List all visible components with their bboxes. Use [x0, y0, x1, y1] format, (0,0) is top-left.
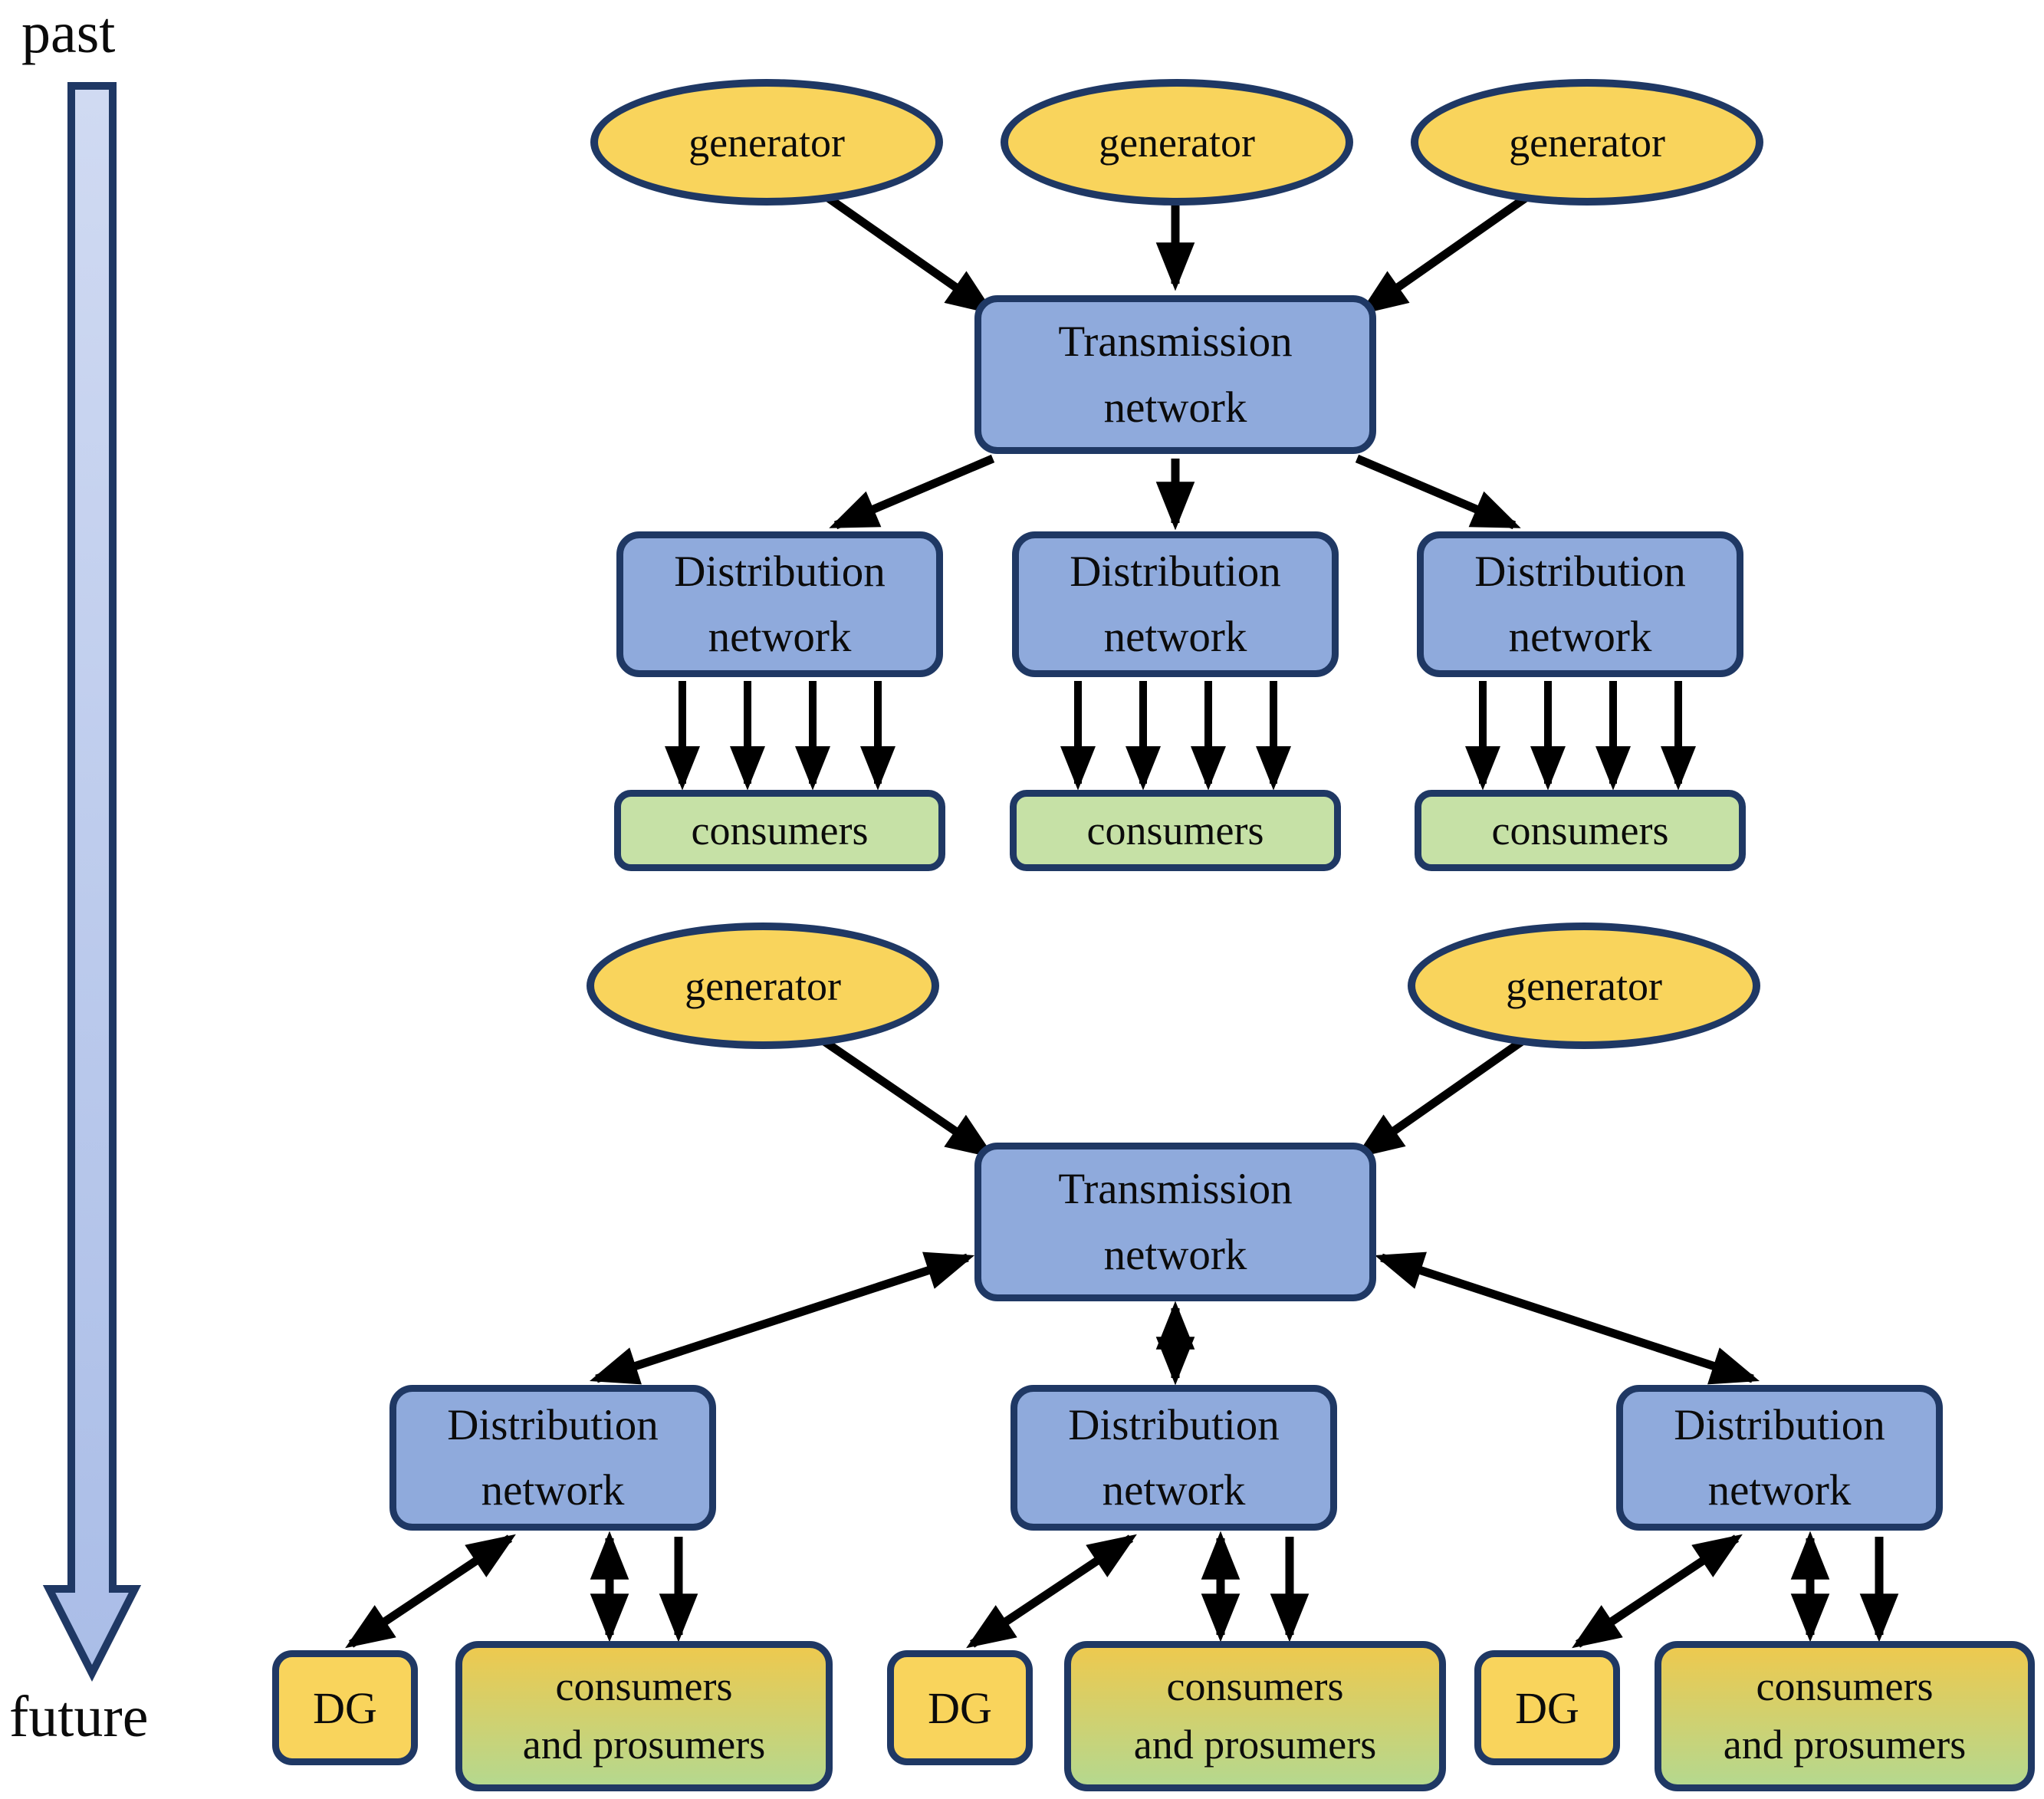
arrow-dist1-dg1-bidirectional	[345, 1534, 516, 1649]
bottom-consumers-prosumers-1: consumers and prosumers	[455, 1641, 833, 1791]
top-generator-2: generator	[1001, 79, 1353, 206]
top-generator-3: generator	[1411, 79, 1763, 206]
arrow-transmission-dist1-bidirectional	[589, 1251, 975, 1385]
bottom-generator-2: generator	[1408, 923, 1760, 1049]
arrow-transmission-to-dist1	[829, 454, 995, 530]
top-distribution-network-1: Distribution network	[616, 531, 943, 677]
arrow-dist2-dg2-bidirectional	[966, 1534, 1137, 1649]
timeline-label-past: past	[21, 1, 116, 65]
bottom-distribution-network-3: Distribution network	[1616, 1385, 1943, 1531]
arrow-top-gen1-to-transmission	[825, 194, 995, 315]
arrow-transmission-to-dist3	[1355, 454, 1521, 530]
timeline-label-future: future	[9, 1685, 149, 1749]
bottom-generator-1: generator	[587, 923, 939, 1049]
bottom-distribution-network-1: Distribution network	[389, 1385, 716, 1531]
top-consumers-2: consumers	[1010, 790, 1341, 871]
bottom-diagram-arrows	[345, 1038, 1899, 1649]
top-generator-1: generator	[590, 79, 943, 206]
timeline-arrow	[42, 82, 142, 1682]
bottom-dg-2: DG	[887, 1650, 1033, 1765]
arrow-dist3-dg3-bidirectional	[1572, 1534, 1743, 1649]
top-diagram-arrows	[825, 194, 1529, 531]
bottom-dg-3: DG	[1474, 1650, 1620, 1765]
top-distribution-network-2: Distribution network	[1012, 531, 1339, 677]
top-consumers-1: consumers	[614, 790, 945, 871]
arrow-top-gen3-to-transmission	[1359, 194, 1529, 315]
bottom-consumers-prosumers-2: consumers and prosumers	[1064, 1641, 1446, 1791]
arrow-bottom-gen1-to-transmission	[821, 1038, 995, 1159]
top-transmission-network: Transmission network	[974, 295, 1376, 454]
bottom-distribution-network-2: Distribution network	[1010, 1385, 1337, 1531]
bottom-transmission-network: Transmission network	[974, 1143, 1376, 1301]
bottom-consumers-prosumers-3: consumers and prosumers	[1655, 1641, 2035, 1791]
top-consumer-feed-arrows	[665, 681, 1696, 791]
bottom-dg-1: DG	[272, 1650, 418, 1765]
arrow-transmission-dist3-bidirectional	[1374, 1251, 1760, 1385]
top-consumers-3: consumers	[1415, 790, 1746, 871]
arrow-bottom-gen2-to-transmission	[1355, 1038, 1525, 1159]
top-distribution-network-3: Distribution network	[1417, 531, 1743, 677]
